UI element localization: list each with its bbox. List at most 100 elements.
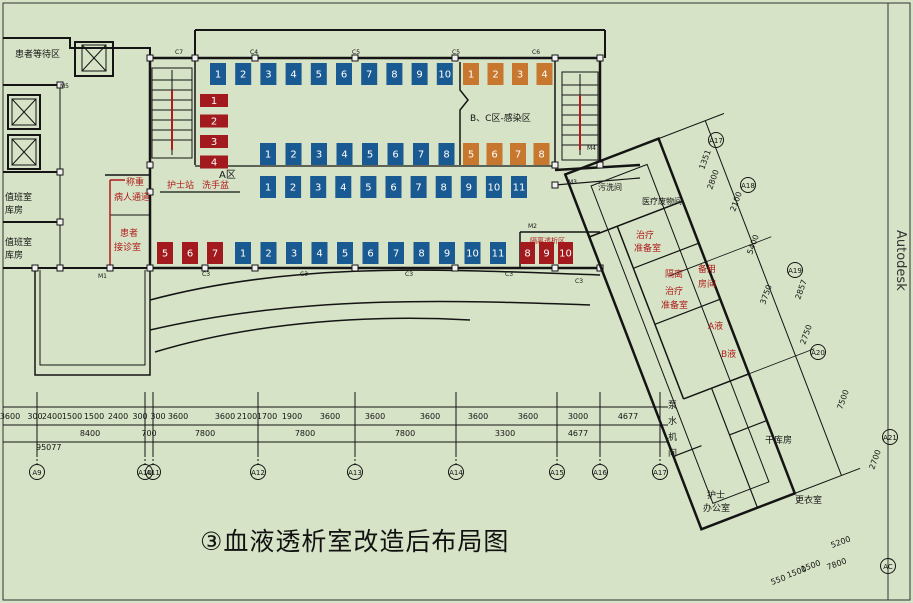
- seat-number: 8: [391, 70, 397, 81]
- dimension-value: 1700: [257, 412, 277, 421]
- column-marker: [146, 264, 154, 272]
- seat-block: [558, 242, 573, 264]
- dimension-value: 7500: [835, 388, 850, 410]
- axis-bubble-A15: A15: [549, 464, 565, 480]
- column-marker: [31, 264, 39, 272]
- seat-bottom-blue-11: 11: [490, 242, 506, 264]
- seat-number: 10: [559, 249, 572, 260]
- dimension-value: 3600: [168, 412, 188, 421]
- seat-block: [210, 63, 226, 85]
- dimension-value: 2750: [798, 323, 813, 345]
- column-marker: [351, 264, 359, 272]
- seat-block: [386, 63, 403, 85]
- seat-number: 5: [367, 150, 373, 161]
- room-a-zone: A区: [219, 169, 236, 181]
- column-label: C4: [250, 49, 258, 56]
- seat-block: [337, 242, 353, 264]
- dimension-value: 2100: [728, 190, 743, 212]
- seat-number: 4: [316, 249, 322, 260]
- seat-bottom-blue-3: 3: [286, 242, 302, 264]
- seat-number: 5: [342, 249, 348, 260]
- seat-number: 1: [265, 183, 271, 194]
- axis-label: A18: [741, 182, 755, 190]
- seat-mid-lower-blue-10: 10: [485, 176, 502, 198]
- seat-number: 11: [492, 249, 505, 260]
- seat-number: 2: [211, 117, 217, 128]
- seat-block: [200, 114, 228, 128]
- axis-bubble-A14: A14: [448, 464, 464, 480]
- seat-number: 8: [538, 150, 544, 161]
- dimension-value: 5200: [830, 534, 852, 549]
- right-wing-walls: [563, 113, 861, 531]
- column-label: C3: [505, 271, 513, 278]
- axis-bubble-right-A20: A20: [810, 344, 826, 360]
- seat-mid-lower-blue-4: 4: [335, 176, 352, 198]
- dimension-value: 7800: [395, 429, 415, 438]
- seat-block: [411, 63, 428, 85]
- room-hand-wash: 洗手盆: [202, 179, 229, 191]
- seat-block: [182, 242, 198, 264]
- seat-mid-lower-blue-6: 6: [385, 176, 402, 198]
- dimension-total: 95077: [36, 443, 61, 452]
- seat-number: 11: [513, 183, 526, 194]
- dimension-value: 700: [141, 429, 156, 438]
- axis-label: A15: [550, 469, 564, 477]
- seat-block: [463, 143, 479, 165]
- seat-number: 10: [466, 249, 479, 260]
- room-isolation-2: 治疗: [665, 285, 683, 297]
- seat-top-orange-1: 1: [463, 63, 479, 85]
- axis-bubble-A16: A16: [592, 464, 608, 480]
- seat-mid-lower-blue-9: 9: [460, 176, 477, 198]
- room-treat-prep-1: 治疗: [636, 229, 654, 241]
- seat-number: 6: [367, 249, 373, 260]
- seat-block: [511, 176, 527, 198]
- axis-circle: [652, 464, 668, 480]
- seat-number: 2: [290, 150, 296, 161]
- seat-mid-upper-blue-1: 1: [260, 143, 276, 165]
- seat-mid-upper-orange-6: 6: [486, 143, 503, 165]
- seat-mid-upper-blue-5: 5: [362, 143, 378, 165]
- axis-circle: [250, 464, 266, 480]
- axis-circle: [740, 177, 756, 193]
- seat-block: [285, 143, 302, 165]
- seat-block: [439, 242, 455, 264]
- seat-top-orange-4: 4: [536, 63, 553, 85]
- left-building-walls: [3, 37, 151, 269]
- side-watermark: Autodesk: [893, 230, 908, 291]
- seat-number: 6: [491, 150, 497, 161]
- seat-mid-lower-blue-11: 11: [511, 176, 527, 198]
- door-tag-m5: M5: [60, 83, 69, 90]
- seat-mid-upper-blue-2: 2: [285, 143, 302, 165]
- seat-block: [207, 242, 223, 264]
- stairwell-right: [561, 71, 599, 161]
- seat-top-blue-2: 2: [235, 63, 252, 85]
- seat-block: [438, 143, 455, 165]
- seat-number: 2: [240, 70, 246, 81]
- column-label: C5: [352, 49, 360, 56]
- axis-circle: [708, 132, 724, 148]
- axis-label: A21: [883, 434, 897, 442]
- seat-mid-upper-orange-8: 8: [533, 143, 550, 165]
- column-marker: [451, 264, 459, 272]
- seat-bottom-red-right-9: 9: [539, 242, 554, 264]
- seat-number: 7: [212, 249, 218, 260]
- seat-block: [533, 143, 550, 165]
- seat-block: [435, 176, 452, 198]
- axis-circle: [137, 464, 153, 480]
- axis-label: A16: [593, 469, 607, 477]
- door-tag-m2: M2: [528, 223, 537, 230]
- seat-top-orange-2: 2: [487, 63, 504, 85]
- dimension-value: 300: [150, 412, 165, 421]
- seat-bottom-blue-2: 2: [260, 242, 277, 264]
- room-labels-red: 护士站 洗手盆 称重 病人通道 患者 接诊室 治疗 准备室 隔离 治疗 准备室 …: [114, 176, 736, 360]
- seat-block: [260, 176, 276, 198]
- seat-mid-lower-blue-3: 3: [310, 176, 327, 198]
- dimension-value: 550: [770, 573, 787, 587]
- axis-label: A11: [146, 469, 160, 477]
- seat-number: 3: [211, 137, 217, 148]
- seat-mid-lower-blue-7: 7: [410, 176, 427, 198]
- seat-bottom-blue-8: 8: [413, 242, 430, 264]
